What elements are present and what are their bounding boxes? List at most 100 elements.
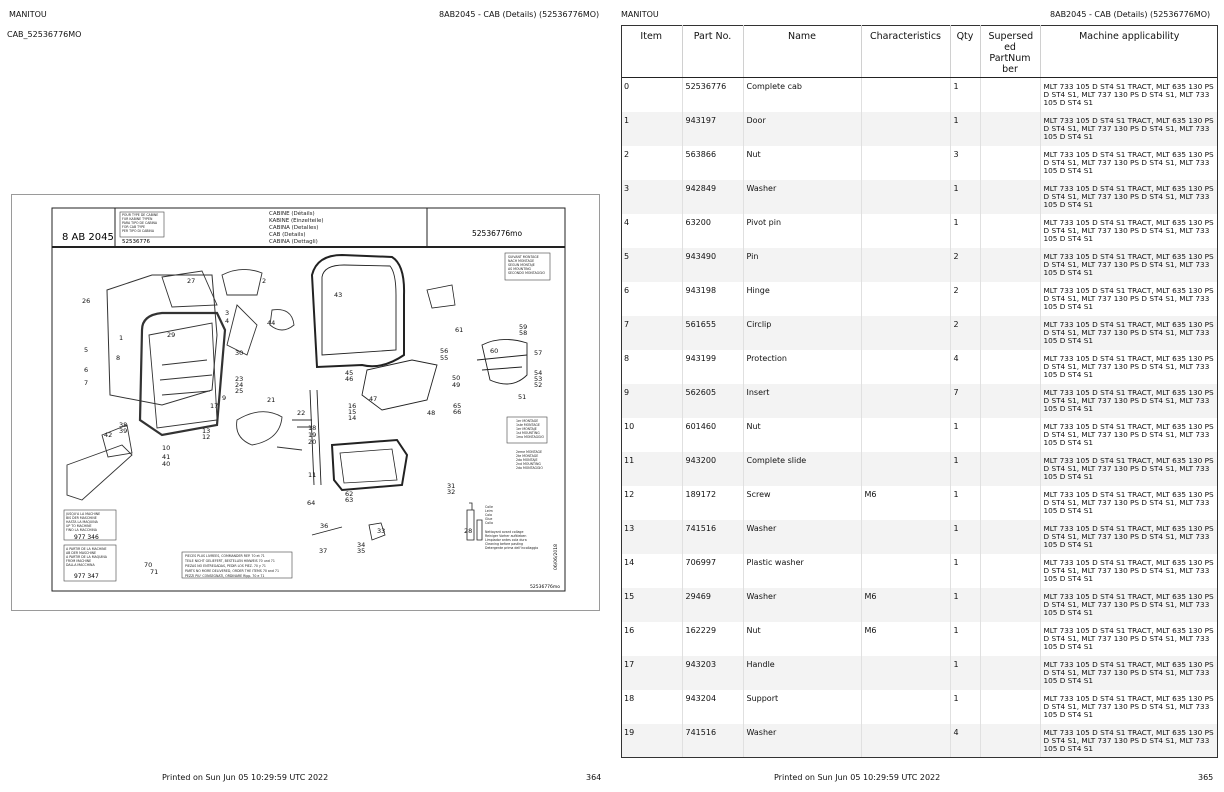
svg-text:TEILE NICHT GELIEFERT, BESTELL: TEILE NICHT GELIEFERT, BESTELLEN HINWEIS… xyxy=(184,559,275,563)
cell-name: Handle xyxy=(742,655,861,690)
cell-applicability: MLT 733 105 D ST4 S1 TRACT, MLT 635 130 … xyxy=(1039,213,1218,248)
cell-item: 9 xyxy=(621,383,682,418)
cell-item: 17 xyxy=(621,655,682,690)
cell-item: 0 xyxy=(621,77,682,112)
svg-text:AB DER MASCHINE: AB DER MASCHINE xyxy=(66,551,96,555)
column-header-superseded: Supersed ed PartNum ber xyxy=(979,25,1040,78)
cell-superseded xyxy=(979,383,1040,418)
page-number: 365 xyxy=(1198,773,1214,782)
callout-48: 48 xyxy=(427,409,435,417)
page-number: 364 xyxy=(586,773,602,782)
callout-16: 16 xyxy=(348,402,356,410)
cell-superseded xyxy=(979,213,1040,248)
cell-superseded xyxy=(979,315,1040,350)
cell-name: Washer xyxy=(742,519,861,554)
cell-item: 5 xyxy=(621,247,682,282)
callout-65: 65 xyxy=(453,402,461,410)
cell-characteristics xyxy=(860,723,950,758)
machine-upto-note: JUSQU'A LA MACHINE BIS DER MASCHINE HAST… xyxy=(65,512,100,532)
svg-text:UP TO MACHINE: UP TO MACHINE xyxy=(66,524,92,528)
date-stamp: 06/06/2018 xyxy=(553,544,559,570)
cell-superseded xyxy=(979,77,1040,112)
cell-superseded xyxy=(979,519,1040,554)
glue-labels: Colle Leim Cola Glue Colla Nettoyant ava… xyxy=(485,505,538,550)
cell-item: 15 xyxy=(621,587,682,622)
cell-item: 2 xyxy=(621,145,682,180)
cell-part-no: 943203 xyxy=(681,655,743,690)
svg-text:2nd MOUNTING: 2nd MOUNTING xyxy=(516,462,541,466)
callout-20: 20 xyxy=(308,438,316,446)
cell-characteristics xyxy=(860,145,950,180)
svg-text:Limpiador antes cola dura: Limpiador antes cola dura xyxy=(485,538,527,542)
cell-item: 10 xyxy=(621,417,682,452)
callout-47: 47 xyxy=(369,395,377,403)
cell-qty: 1 xyxy=(949,587,981,622)
cell-qty: 7 xyxy=(949,383,981,418)
cell-superseded xyxy=(979,485,1040,520)
callout-53: 53 xyxy=(534,375,542,383)
cell-part-no: 706997 xyxy=(681,553,743,588)
callout-2: 2 xyxy=(262,277,266,285)
column-header-part-no: Part No. xyxy=(681,25,743,78)
cell-applicability: MLT 733 105 D ST4 S1 TRACT, MLT 635 130 … xyxy=(1039,587,1218,622)
callout-8: 8 xyxy=(116,354,120,362)
column-header-applicability: Machine applicability xyxy=(1039,25,1218,78)
svg-text:Leim: Leim xyxy=(485,509,493,513)
cell-applicability: MLT 733 105 D ST4 S1 TRACT, MLT 635 130 … xyxy=(1039,315,1218,350)
cell-qty: 1 xyxy=(949,213,981,248)
cell-qty: 1 xyxy=(949,621,981,656)
cell-name: Pivot pin xyxy=(742,213,861,248)
cell-part-no: 943204 xyxy=(681,689,743,724)
cell-qty: 1 xyxy=(949,655,981,690)
cell-applicability: MLT 733 105 D ST4 S1 TRACT, MLT 635 130 … xyxy=(1039,689,1218,724)
cell-characteristics xyxy=(860,689,950,724)
cell-qty: 1 xyxy=(949,689,981,724)
callout-70: 70 xyxy=(144,561,152,569)
callout-42: 42 xyxy=(104,431,112,439)
brand-label: MANITOU xyxy=(621,10,659,19)
svg-text:CAB (Details): CAB (Details) xyxy=(269,232,305,238)
cell-name: Washer xyxy=(742,179,861,214)
svg-text:FOR CAB TYPE: FOR CAB TYPE xyxy=(122,225,145,229)
cell-applicability: MLT 733 105 D ST4 S1 TRACT, MLT 635 130 … xyxy=(1039,451,1218,486)
cell-applicability: MLT 733 105 D ST4 S1 TRACT, MLT 635 130 … xyxy=(1039,485,1218,520)
cell-part-no: 942849 xyxy=(681,179,743,214)
cell-superseded xyxy=(979,655,1040,690)
cell-part-no: 741516 xyxy=(681,723,743,758)
first-mounting-note: 1er MONTAGE 1ste MONTAGE 1er MONTAJE 1st… xyxy=(516,419,544,470)
svg-text:Cola: Cola xyxy=(485,513,492,517)
cell-superseded xyxy=(979,111,1040,146)
cell-item: 16 xyxy=(621,621,682,656)
svg-text:POUR TYPE DE CABINE: POUR TYPE DE CABINE xyxy=(122,213,158,217)
callout-63: 63 xyxy=(345,496,353,504)
machine-from-number: 977 347 xyxy=(74,573,99,580)
cell-superseded xyxy=(979,145,1040,180)
callout-59: 59 xyxy=(519,323,527,331)
cell-part-no: 563866 xyxy=(681,145,743,180)
callout-51: 51 xyxy=(518,393,526,401)
cell-name: Protection xyxy=(742,349,861,384)
callout-38: 38 xyxy=(119,421,127,429)
callout-6: 6 xyxy=(84,366,88,374)
cell-superseded xyxy=(979,451,1040,486)
cell-item: 14 xyxy=(621,553,682,588)
print-timestamp: Printed on Sun Jun 05 10:29:59 UTC 2022 xyxy=(774,773,941,782)
callout-9: 9 xyxy=(222,394,226,402)
cell-applicability: MLT 733 105 D ST4 S1 TRACT, MLT 635 130 … xyxy=(1039,519,1218,554)
cell-qty: 1 xyxy=(949,451,981,486)
cell-characteristics xyxy=(860,281,950,316)
cell-superseded xyxy=(979,417,1040,452)
cell-characteristics: M6 xyxy=(860,587,950,622)
cell-name: Plastic washer xyxy=(742,553,861,588)
cell-part-no: 189172 xyxy=(681,485,743,520)
callout-60: 60 xyxy=(490,347,498,355)
callout-71: 71 xyxy=(150,568,158,576)
callout-12: 12 xyxy=(202,433,210,441)
cell-name: Pin xyxy=(742,247,861,282)
